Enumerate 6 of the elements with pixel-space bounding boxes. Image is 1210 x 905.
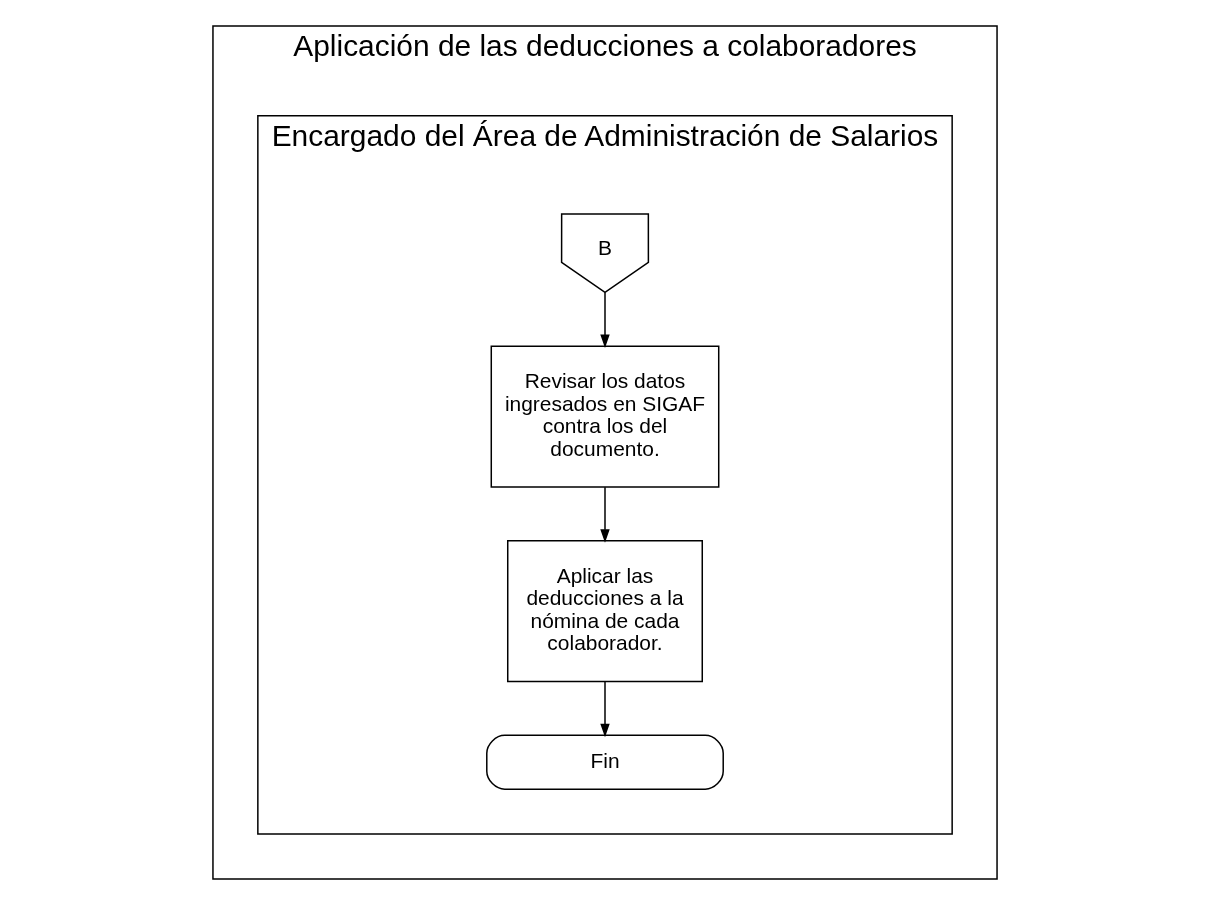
node-box: Fin — [486, 734, 724, 790]
node-box: Aplicar las deducciones a la nómina de cada colaborador. — [507, 540, 703, 683]
node-box: Revisar los datos ingresados en SIGAF contra los del documento. — [490, 345, 720, 488]
arrow — [600, 680, 610, 738]
arrow — [600, 486, 610, 543]
arrow — [600, 291, 610, 348]
